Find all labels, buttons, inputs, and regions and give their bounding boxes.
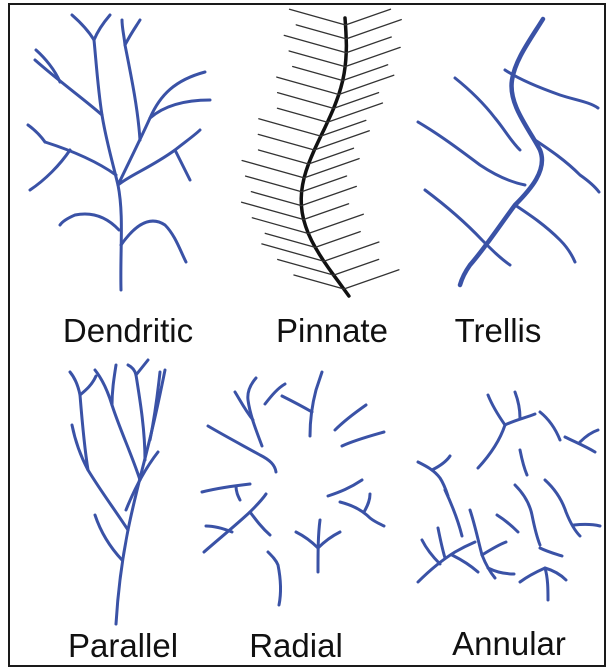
pinnate-tributary <box>277 108 327 122</box>
dendritic-pattern <box>28 15 210 290</box>
pinnate-tributary <box>259 150 309 164</box>
pinnate-tributary <box>315 232 360 248</box>
pinnate-tributary <box>289 9 345 25</box>
pinnate-pattern <box>242 9 402 296</box>
pinnate-tributary <box>334 259 379 275</box>
pinnate-tributary <box>343 65 388 81</box>
pinnate-tributary <box>252 218 308 234</box>
pinnate-tributary <box>242 160 304 177</box>
pinnate-tributary <box>308 214 363 233</box>
pinnate-tributary <box>304 159 359 178</box>
pinnate-tributary <box>284 35 346 52</box>
dendritic-label: Dendritic <box>63 312 193 349</box>
pinnate-tributary <box>296 25 346 39</box>
trellis-label: Trellis <box>455 312 542 349</box>
annular-pattern <box>418 392 600 600</box>
pinnate-tributary <box>324 242 379 261</box>
pinnate-tributary <box>346 37 391 53</box>
annular-label: Annular <box>452 625 566 662</box>
pinnate-tributary <box>304 204 349 220</box>
parallel-label: Parallel <box>68 627 178 664</box>
pinnate-tributary <box>289 51 345 67</box>
pinnate-tributary <box>293 67 343 81</box>
pinnate-tributary <box>259 119 321 136</box>
pinnate-tributary <box>242 202 304 219</box>
trellis-pattern <box>418 19 599 285</box>
pinnate-label: Pinnate <box>276 312 388 349</box>
pinnate-tributary <box>251 192 301 206</box>
pinnate-tributary <box>302 176 347 192</box>
parallel-pattern <box>70 360 165 624</box>
pinnate-tributary <box>277 77 339 94</box>
pinnate-tributary <box>246 176 302 192</box>
radial-pattern <box>202 372 384 605</box>
pinnate-tributary <box>344 270 399 289</box>
pinnate-tributary <box>339 75 394 94</box>
radial-label: Radial <box>249 627 343 664</box>
pinnate-tributary <box>278 93 334 109</box>
pinnate-main-stream <box>301 18 349 296</box>
pinnate-tributary <box>345 9 390 25</box>
pinnate-tributary <box>258 134 314 150</box>
